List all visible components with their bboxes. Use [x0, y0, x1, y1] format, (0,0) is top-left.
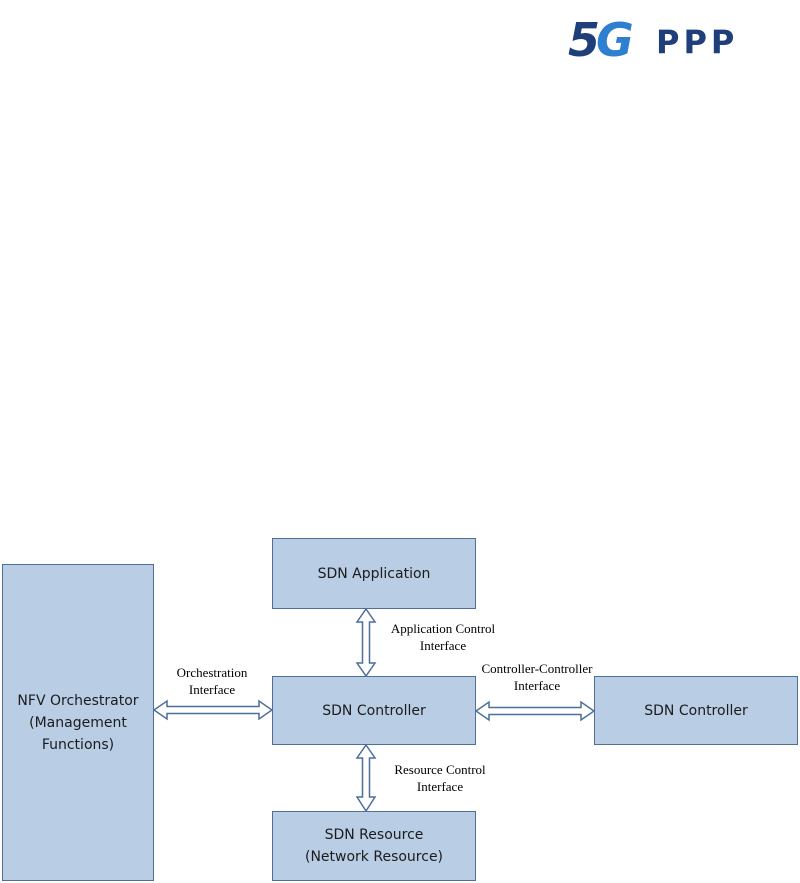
sdn-resource-box: SDN Resource (Network Resource) — [272, 811, 476, 881]
application-control-interface-label: Application Control Interface — [378, 620, 508, 654]
5g-logo-mark: 5G — [568, 17, 634, 63]
nfv-orchestrator-line1: NFV Orchestrator — [17, 692, 139, 709]
logo-g: G — [596, 13, 634, 67]
sdn-controller-right-box: SDN Controller — [594, 676, 798, 745]
logo-text: PPP — [656, 23, 739, 61]
sdn-controller-center-label: SDN Controller — [322, 702, 426, 719]
sdn-controller-center-box: SDN Controller — [272, 676, 476, 745]
nfv-orchestrator-box: NFV Orchestrator (Management Functions) — [2, 564, 154, 881]
nfv-orchestrator-line2: (Management — [29, 714, 127, 731]
nfv-orchestrator-line3: Functions) — [41, 736, 115, 753]
sdn-controller-right-label: SDN Controller — [644, 702, 748, 719]
application-control-line2: Interface — [419, 638, 467, 653]
orchestration-arrow — [152, 699, 274, 721]
sdn-application-box: SDN Application — [272, 538, 476, 609]
orchestration-line1: Orchestration — [176, 665, 248, 680]
resource-control-arrow — [355, 743, 377, 813]
controller-controller-line1: Controller-Controller — [481, 661, 593, 676]
logo-five: 5 — [568, 13, 600, 67]
resource-control-line2: Interface — [416, 779, 464, 794]
application-control-line1: Application Control — [390, 621, 496, 636]
resource-control-line1: Resource Control — [394, 762, 486, 777]
controller-controller-interface-label: Controller-Controller Interface — [464, 660, 610, 694]
application-control-arrow — [355, 607, 377, 678]
orchestration-line2: Interface — [188, 682, 236, 697]
sdn-application-label: SDN Application — [317, 565, 431, 582]
orchestration-interface-label: Orchestration Interface — [157, 664, 267, 698]
resource-control-interface-label: Resource Control Interface — [380, 761, 500, 795]
controller-controller-line2: Interface — [513, 678, 561, 693]
5g-ppp-logo: 5G PPP — [568, 17, 768, 63]
sdn-resource-line2: (Network Resource) — [304, 849, 444, 865]
sdn-resource-line1: SDN Resource — [324, 827, 424, 843]
controller-controller-arrow — [474, 700, 596, 722]
